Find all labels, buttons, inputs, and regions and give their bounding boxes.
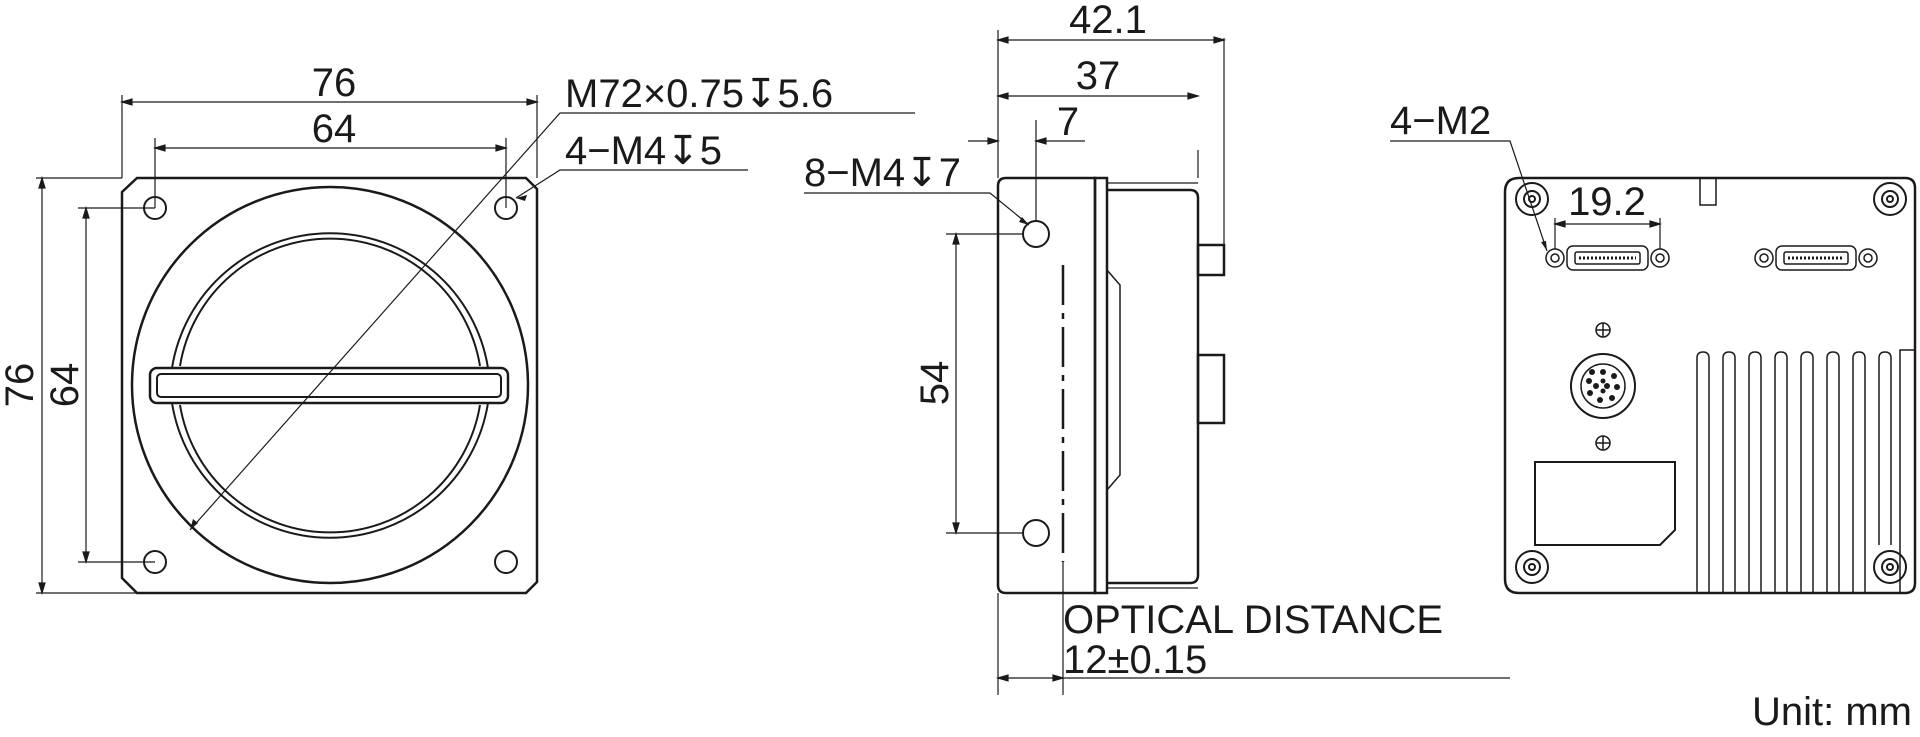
rear-top-notch xyxy=(1699,178,1717,206)
front-hole-bottom-right xyxy=(494,550,518,574)
rear-screw-bottom-right xyxy=(1873,550,1907,584)
dim-front-height-64 xyxy=(78,205,155,565)
dim-rear-connector-19 xyxy=(1552,218,1663,249)
leader-lens-thread xyxy=(189,112,915,531)
side-body-step xyxy=(1106,269,1121,491)
front-body-outline xyxy=(120,176,539,595)
label-mount-holes: 4−M4↧5 xyxy=(565,129,722,173)
label-rear-connector-19: 19.2 xyxy=(1568,180,1646,224)
dim-side-hole-spacing-54 xyxy=(946,231,1023,536)
lens-mount-outer-ring xyxy=(130,185,530,585)
side-hole-bottom xyxy=(1022,519,1050,547)
label-side-hole-spacing-54: 54 xyxy=(913,361,957,406)
label-front-height-64: 64 xyxy=(43,363,87,408)
rear-crosshair-bottom xyxy=(1595,435,1611,451)
rear-data-connector-right xyxy=(1754,245,1878,271)
dim-optical-distance xyxy=(995,674,1510,682)
dim-front-height-76 xyxy=(36,175,137,596)
label-optical-distance: OPTICAL DISTANCE xyxy=(1063,598,1443,642)
label-side-holes: 8−M4↧7 xyxy=(804,151,961,195)
dim-side-depth-42 xyxy=(995,36,1227,44)
dim-side-offset-7 xyxy=(968,137,1085,145)
dim-front-width-76 xyxy=(119,95,540,178)
rear-heat-sink-fins xyxy=(1696,349,1915,593)
dim-side-depth-37 xyxy=(995,92,1201,100)
sensor-bar-inner xyxy=(156,373,502,398)
side-hole-top xyxy=(1022,220,1050,248)
side-flange xyxy=(1093,176,1109,595)
rear-label-plate xyxy=(1534,461,1676,546)
side-rear-connector-bottom xyxy=(1196,353,1226,425)
side-rear-connector-top xyxy=(1196,243,1226,277)
rear-screw-top-right xyxy=(1873,182,1907,216)
rear-body-outline xyxy=(1503,176,1917,595)
rear-crosshair-top xyxy=(1595,322,1611,338)
sensor-bar xyxy=(148,366,510,405)
unit-note: Unit: mm xyxy=(1752,690,1912,734)
label-front-width-76: 76 xyxy=(312,61,357,105)
rear-view: 4−M2 19.2 xyxy=(1390,99,1917,595)
side-view: 42.1 37 7 8−M4↧7 54 OPTICAL DISTANCE 12±… xyxy=(804,0,1510,695)
label-rear-holes: 4−M2 xyxy=(1390,99,1491,143)
lens-mount-inner-ring-bottom xyxy=(171,402,489,539)
leader-rear-holes xyxy=(1390,140,1548,252)
label-optical-distance-value: 12±0.15 xyxy=(1063,638,1207,682)
rear-screw-top-left xyxy=(1515,182,1549,216)
label-front-width-64: 64 xyxy=(312,107,357,151)
label-lens-thread: M72×0.75↧5.6 xyxy=(565,72,833,116)
label-side-offset-7: 7 xyxy=(1057,100,1079,144)
lens-mount-inner-ring-bottom-2 xyxy=(179,404,481,534)
leader-side-holes xyxy=(804,192,1030,226)
rear-data-connector-left xyxy=(1545,245,1670,271)
rear-power-connector xyxy=(1570,353,1636,419)
label-side-depth-37: 37 xyxy=(1076,54,1121,98)
lens-mount-inner-ring-top-2 xyxy=(179,237,481,367)
leader-mount-holes xyxy=(515,169,748,199)
side-front-plate xyxy=(996,176,1097,595)
label-side-depth-42: 42.1 xyxy=(1069,0,1147,42)
rear-screw-bottom-left xyxy=(1515,550,1549,584)
lens-mount-inner-ring-top xyxy=(171,232,489,369)
label-front-height-76: 76 xyxy=(0,363,42,408)
front-view: 76 64 76 64 M72×0.75↧5.6 4−M4↧5 xyxy=(0,61,915,596)
